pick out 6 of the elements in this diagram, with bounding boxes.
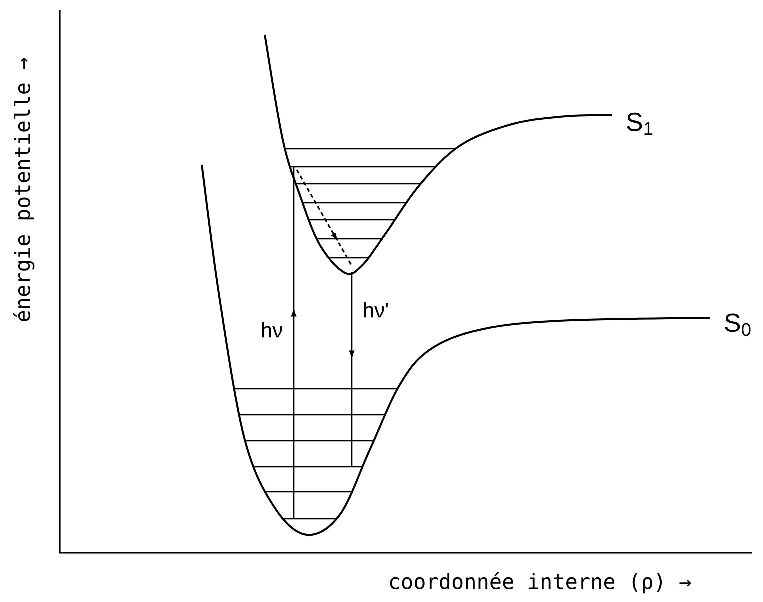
- curve-label: hν': [364, 302, 388, 318]
- axis-label: énergie potentielle →: [13, 58, 35, 322]
- curve-label: S$_{0}$: [725, 314, 751, 336]
- axis-label: coordonnée interne (ρ) →: [390, 572, 692, 594]
- curve-label: hν: [262, 322, 282, 338]
- curve-label: S$_{1}$: [627, 112, 653, 136]
